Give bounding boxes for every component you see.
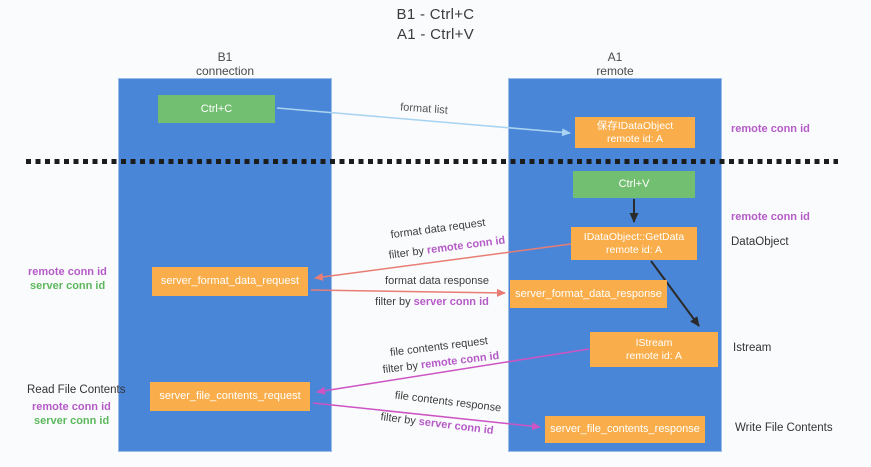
remote-conn-id-filter-text: remote conn id: [426, 234, 506, 257]
istream-line2: remote id: A: [625, 349, 683, 362]
istream-line1: IStream: [635, 336, 673, 349]
save-idataobject-line1: 保存IDataObject: [596, 119, 674, 132]
server-file-contents-request-label: server_file_contents_request: [159, 390, 301, 402]
istream-side-label: Istream: [733, 342, 772, 354]
lane-header-right: A1 remote: [508, 50, 722, 78]
server-file-contents-response-label: server_file_contents_response: [550, 423, 700, 435]
file-contents-response-edge-label: file contents response: [394, 389, 502, 415]
format-data-response-edge-label: format data response: [385, 275, 489, 287]
ctrl-c-label: Ctrl+C: [200, 102, 233, 115]
dashed-divider-line: [26, 159, 838, 164]
diagram-title-line2: A1 - Ctrl+V: [396, 26, 475, 43]
format-list-edge-label: format list: [399, 101, 449, 117]
server-conn-id-filter-text: server conn id: [413, 296, 489, 308]
format-data-response-filter-label: filter by server conn id: [375, 296, 489, 308]
server-conn-id-label-left-top: server conn id: [30, 280, 106, 292]
server-file-contents-response-box: server_file_contents_response: [545, 416, 705, 443]
filter-by-text: filter by: [375, 296, 414, 308]
server-format-data-request-label: server_format_data_request: [160, 275, 300, 287]
remote-conn-id-label-left-bottom: remote conn id: [32, 401, 111, 413]
idataobject-getdata-box: IDataObject::GetData remote id: A: [571, 227, 697, 260]
remote-conn-id-label-right-top: remote conn id: [731, 123, 810, 135]
format-data-request-edge-label: format data request: [389, 216, 487, 242]
diagram-title-line1: B1 - Ctrl+C: [396, 6, 475, 23]
filter-by-text: filter by: [382, 359, 422, 377]
filter-by-text: filter by: [379, 411, 420, 428]
lane-right-subtitle: remote: [596, 64, 634, 78]
save-idataobject-box: 保存IDataObject remote id: A: [575, 117, 695, 148]
save-idataobject-line2: remote id: A: [606, 132, 664, 145]
istream-box: IStream remote id: A: [590, 332, 718, 367]
server-format-data-request-box: server_format_data_request: [152, 267, 308, 296]
server-conn-id-label-left-bottom: server conn id: [34, 415, 110, 427]
lane-right-name: A1: [607, 50, 623, 64]
server-file-contents-request-box: server_file_contents_request: [150, 382, 310, 411]
server-format-data-response-box: server_format_data_response: [510, 280, 667, 308]
ctrl-v-box: Ctrl+V: [573, 171, 695, 198]
write-file-contents-label: Write File Contents: [735, 422, 833, 434]
format-data-response-arrow: [310, 288, 506, 297]
lane-left-name: B1: [217, 50, 233, 64]
filter-by-text: filter by: [388, 244, 428, 262]
lane-header-left: B1 connection: [118, 50, 332, 78]
server-conn-id-filter-text: server conn id: [418, 415, 495, 437]
ctrl-v-label: Ctrl+V: [618, 178, 650, 190]
ctrl-c-box: Ctrl+C: [158, 95, 275, 123]
getdata-line2: remote id: A: [605, 243, 663, 256]
dataobject-label: DataObject: [731, 236, 789, 248]
lane-left-subtitle: connection: [195, 64, 255, 78]
remote-conn-id-label-left-top: remote conn id: [28, 266, 107, 278]
remote-conn-id-label-right-mid: remote conn id: [731, 211, 810, 223]
file-contents-response-filter-label: filter by server conn id: [380, 411, 494, 437]
read-file-contents-label: Read File Contents: [27, 384, 126, 396]
getdata-line1: IDataObject::GetData: [583, 230, 685, 243]
server-format-data-response-label: server_format_data_response: [515, 287, 662, 300]
